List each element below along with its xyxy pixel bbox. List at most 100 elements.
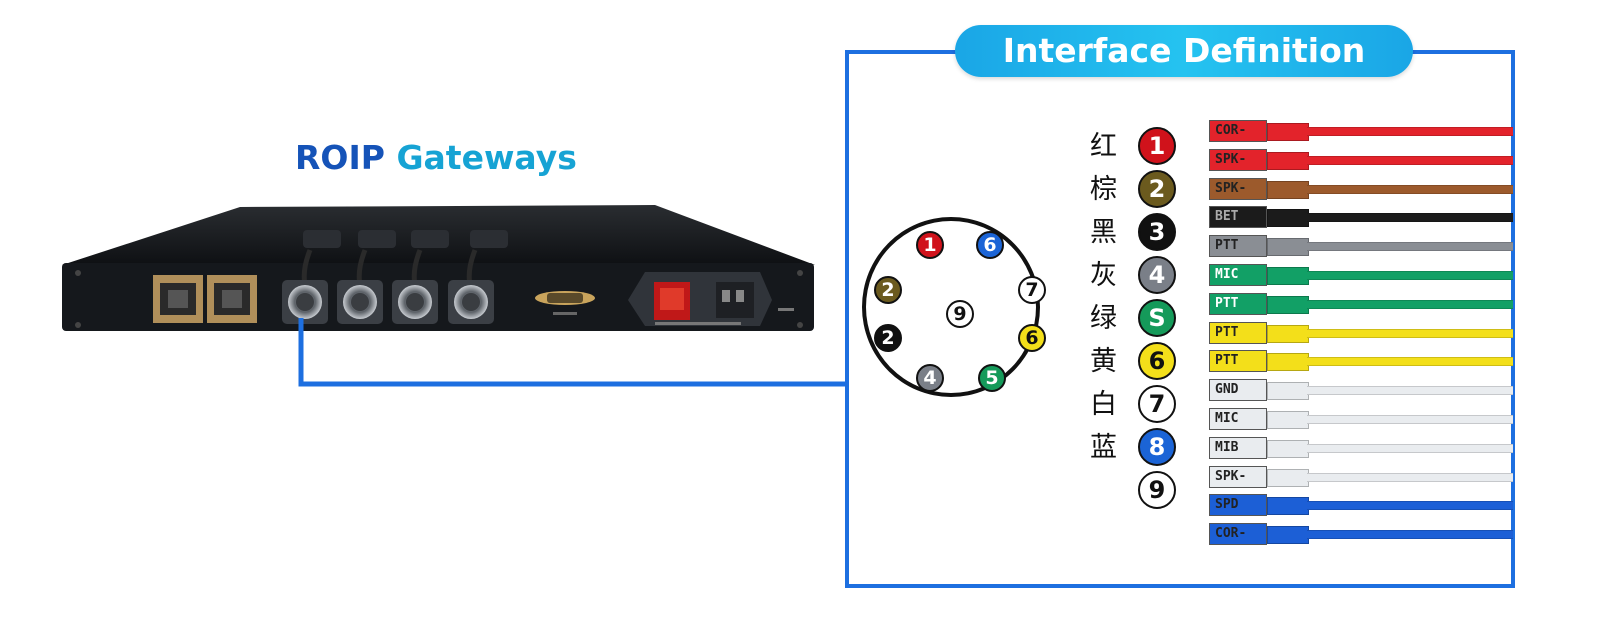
legend-color-label: 黄 bbox=[1090, 346, 1117, 377]
wire-boot bbox=[1267, 382, 1309, 401]
legend-color-label: 白 bbox=[1090, 389, 1117, 420]
wire-boot bbox=[1267, 497, 1309, 516]
wire-cable bbox=[1307, 184, 1513, 194]
wire-boot bbox=[1267, 209, 1309, 228]
wire-boot bbox=[1267, 468, 1309, 487]
legend-color-label: 绿 bbox=[1090, 303, 1117, 334]
panel-title: Interface Definition bbox=[955, 25, 1413, 77]
legend-pin-number: 8 bbox=[1138, 428, 1176, 466]
connector-pin: 5 bbox=[978, 364, 1006, 392]
wire-cable bbox=[1307, 472, 1513, 482]
wire-boot bbox=[1267, 180, 1309, 199]
wire-row: PTT bbox=[1209, 321, 1513, 344]
aviation-connector-1 bbox=[282, 230, 341, 324]
wire-label: PTT bbox=[1209, 235, 1267, 258]
wire-cable bbox=[1307, 501, 1513, 511]
wire-cable bbox=[1307, 299, 1513, 309]
wire-row: MIC bbox=[1209, 264, 1513, 286]
wire-cable bbox=[1307, 242, 1513, 252]
wire-row: GND bbox=[1209, 379, 1513, 402]
wire-cable bbox=[1307, 415, 1513, 424]
connector-pin: 2 bbox=[874, 276, 902, 304]
wire-boot bbox=[1267, 324, 1309, 343]
wire-row: MIB bbox=[1209, 436, 1513, 459]
legend-color-label: 蓝 bbox=[1090, 432, 1117, 463]
connection-line bbox=[298, 318, 846, 387]
legend-pin-number: S bbox=[1138, 299, 1176, 337]
wire-label: PTT bbox=[1209, 292, 1267, 315]
wire-boot bbox=[1267, 123, 1309, 141]
title-word-roip: ROIP bbox=[295, 138, 385, 177]
wire-cable bbox=[1307, 155, 1513, 165]
legend-pin-number: 7 bbox=[1138, 385, 1176, 423]
wire-label: COR- bbox=[1209, 523, 1267, 546]
wire-boot bbox=[1267, 267, 1309, 285]
wire-label: SPK- bbox=[1209, 177, 1267, 200]
legend-pin-number: 9 bbox=[1138, 471, 1176, 509]
legend-color-label: 灰 bbox=[1090, 260, 1117, 291]
wire-boot bbox=[1267, 295, 1309, 314]
wire-label: SPK- bbox=[1209, 148, 1267, 171]
connector-pin: 4 bbox=[916, 364, 944, 392]
wire-boot bbox=[1267, 526, 1309, 545]
wire-cable bbox=[1307, 328, 1513, 338]
wire-label: MIB bbox=[1209, 436, 1267, 459]
serial-port bbox=[535, 291, 595, 315]
legend-pin-number: 3 bbox=[1138, 213, 1176, 251]
legend-pin-number: 1 bbox=[1138, 127, 1176, 165]
legend-color-label: 红 bbox=[1090, 131, 1117, 162]
aviation-connector-2 bbox=[337, 230, 396, 324]
wire-row: MIC bbox=[1209, 408, 1513, 430]
wire-boot bbox=[1267, 353, 1309, 372]
wire-boot bbox=[1267, 238, 1309, 257]
wire-label: PTT bbox=[1209, 321, 1267, 344]
aviation-connector-3 bbox=[392, 230, 449, 324]
wire-boot bbox=[1267, 151, 1309, 170]
wire-row: SPK- bbox=[1209, 177, 1513, 200]
wire-cable bbox=[1307, 530, 1513, 540]
connector-pin: 9 bbox=[946, 300, 974, 328]
wire-label: MIC bbox=[1209, 408, 1267, 430]
connector-pin: 7 bbox=[1018, 276, 1046, 304]
wire-label: PTT bbox=[1209, 350, 1267, 373]
title-word-gateways: Gateways bbox=[396, 138, 577, 177]
ethernet-port-1 bbox=[153, 275, 203, 323]
legend-pin-number: 4 bbox=[1138, 256, 1176, 294]
wire-cable bbox=[1307, 443, 1513, 453]
legend-pin-number: 2 bbox=[1138, 170, 1176, 208]
wire-row: COR- bbox=[1209, 120, 1513, 142]
wire-label: SPD bbox=[1209, 494, 1267, 517]
legend-color-label: 黑 bbox=[1090, 217, 1117, 248]
ethernet-port-2 bbox=[207, 275, 257, 323]
aviation-connector-4 bbox=[448, 230, 508, 324]
wire-cable bbox=[1307, 213, 1513, 223]
wire-boot bbox=[1267, 439, 1309, 458]
wire-row: PTT bbox=[1209, 292, 1513, 315]
wire-row: PTT bbox=[1209, 235, 1513, 258]
power-module bbox=[628, 272, 794, 326]
wire-row: BET bbox=[1209, 206, 1513, 229]
wire-row: SPK- bbox=[1209, 148, 1513, 171]
wire-boot bbox=[1267, 411, 1309, 429]
wire-row: COR- bbox=[1209, 523, 1513, 546]
connector-pin: 1 bbox=[916, 231, 944, 259]
wire-cable bbox=[1307, 127, 1513, 136]
wire-row: SPD bbox=[1209, 494, 1513, 517]
wire-label: COR- bbox=[1209, 120, 1267, 142]
connector-pin: 2 bbox=[874, 324, 902, 352]
wire-label: SPK- bbox=[1209, 465, 1267, 488]
page-title: ROIP Gateways bbox=[295, 138, 577, 177]
connector-pin: 6 bbox=[976, 231, 1004, 259]
connector-pin: 6 bbox=[1018, 324, 1046, 352]
wire-cable bbox=[1307, 357, 1513, 367]
connector-face-diagram bbox=[862, 217, 1040, 397]
wire-label: MIC bbox=[1209, 264, 1267, 286]
wire-row: SPK- bbox=[1209, 465, 1513, 488]
wire-label: BET bbox=[1209, 206, 1267, 229]
wire-row: PTT bbox=[1209, 350, 1513, 373]
wire-cable bbox=[1307, 386, 1513, 396]
legend-pin-number: 6 bbox=[1138, 342, 1176, 380]
legend-color-label: 棕 bbox=[1090, 174, 1117, 205]
wire-label: GND bbox=[1209, 379, 1267, 402]
